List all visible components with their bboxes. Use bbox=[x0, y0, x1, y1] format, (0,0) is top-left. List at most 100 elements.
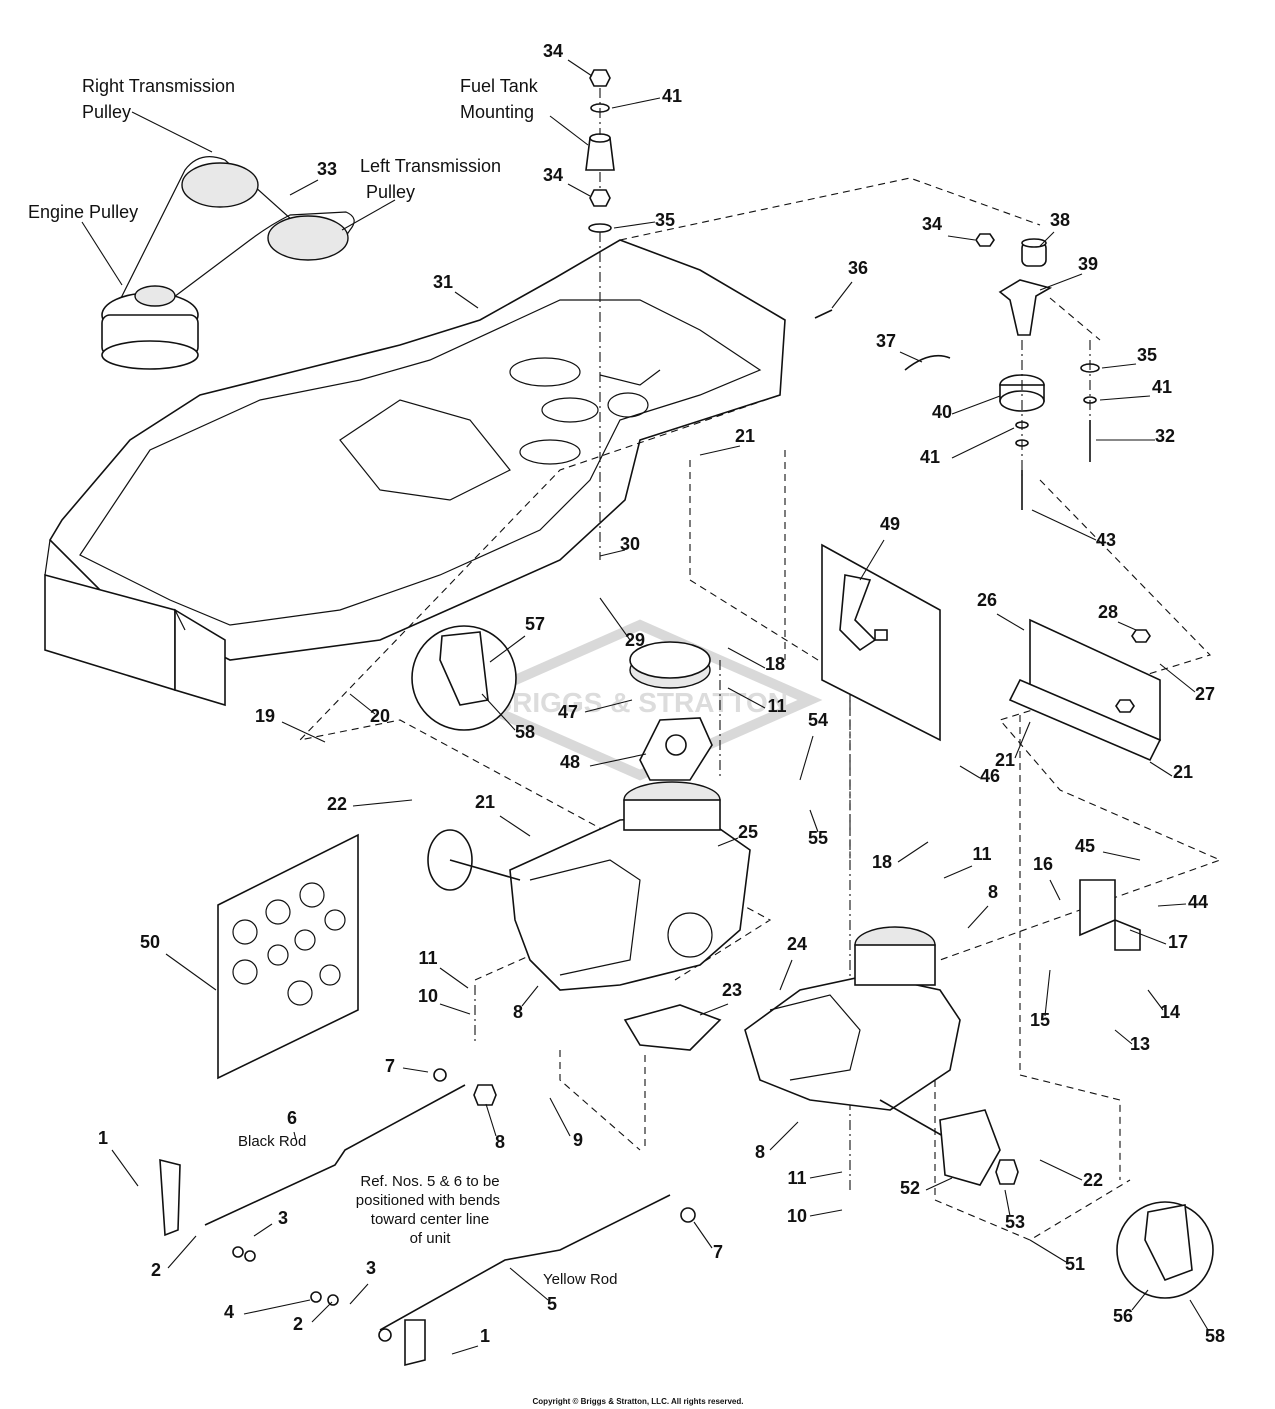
callout-c39: 39 bbox=[1078, 254, 1098, 274]
callout-leader bbox=[959, 765, 981, 779]
callout-leader bbox=[349, 693, 376, 715]
callout-leader bbox=[897, 841, 929, 863]
callout-c44: 44 bbox=[1188, 892, 1208, 912]
label-yellow-rod: Yellow Rod bbox=[543, 1271, 618, 1288]
callout-leader bbox=[809, 809, 819, 833]
callout-c58a: 58 bbox=[515, 722, 535, 742]
callout-leader bbox=[439, 967, 469, 989]
callout-c18a: 18 bbox=[765, 654, 785, 674]
callout-leader bbox=[1131, 1289, 1149, 1311]
callout-c18b: 18 bbox=[872, 852, 892, 872]
callout-c36: 36 bbox=[848, 258, 868, 278]
callout-c41b: 41 bbox=[1152, 377, 1172, 397]
callout-leader bbox=[727, 687, 766, 709]
callout-leader bbox=[481, 693, 516, 731]
callout-c1a: 1 bbox=[98, 1128, 108, 1148]
callout-c46: 46 bbox=[980, 766, 1000, 786]
callout-leader bbox=[925, 1177, 953, 1191]
callout-c15: 15 bbox=[1030, 1010, 1050, 1030]
callout-c7b: 7 bbox=[713, 1242, 723, 1262]
callout-c48: 48 bbox=[560, 752, 580, 772]
callout-leader bbox=[1039, 273, 1083, 291]
callout-leader bbox=[1157, 903, 1187, 907]
callout-leader bbox=[699, 1003, 729, 1016]
left-fan-pulley bbox=[629, 641, 713, 781]
callout-c29: 29 bbox=[625, 630, 645, 650]
callout-c8c: 8 bbox=[495, 1132, 505, 1152]
callout-c33: 33 bbox=[317, 159, 337, 179]
callout-c1b: 1 bbox=[480, 1326, 490, 1346]
label-leaders bbox=[81, 111, 589, 286]
callout-leader bbox=[1189, 1299, 1209, 1331]
callout-leader bbox=[799, 735, 814, 781]
right-transmission bbox=[744, 926, 1019, 1186]
callout-c14: 14 bbox=[1160, 1002, 1180, 1022]
callout-c53: 53 bbox=[1005, 1212, 1025, 1232]
callout-leader bbox=[899, 351, 923, 363]
callout-leader bbox=[111, 1149, 139, 1187]
callout-c11a: 11 bbox=[767, 696, 786, 716]
callout-leader bbox=[599, 597, 631, 641]
callout-leader bbox=[293, 1131, 297, 1141]
callout-c30: 30 bbox=[620, 534, 640, 554]
callout-leader bbox=[489, 635, 526, 663]
callout-c8d: 8 bbox=[755, 1142, 765, 1162]
callout-c40: 40 bbox=[932, 402, 952, 422]
callout-c2b: 2 bbox=[293, 1314, 303, 1334]
label-black-rod: Black Rod bbox=[238, 1133, 306, 1150]
callout-c23: 23 bbox=[722, 980, 742, 1000]
callout-leader bbox=[809, 1171, 843, 1179]
callout-leader bbox=[1039, 1159, 1083, 1181]
callout-leader bbox=[281, 721, 326, 743]
control-rods bbox=[159, 1068, 696, 1367]
callout-c3b: 3 bbox=[366, 1258, 376, 1278]
callout-leader bbox=[1049, 879, 1061, 901]
fuel-tank-mount-hardware bbox=[585, 69, 615, 560]
callout-c57: 57 bbox=[525, 614, 545, 634]
callout-c27: 27 bbox=[1195, 684, 1215, 704]
callout-c26: 26 bbox=[977, 590, 997, 610]
chassis-frame bbox=[44, 239, 786, 707]
left-transmission-pulley-icon bbox=[267, 215, 349, 261]
callout-c11b: 11 bbox=[972, 844, 991, 864]
callout-c45: 45 bbox=[1075, 836, 1095, 856]
callout-leader bbox=[352, 799, 413, 807]
watermark-text: BRIGGS & STRATTON bbox=[492, 687, 788, 718]
callout-c21b: 21 bbox=[475, 792, 495, 812]
callout-c41a: 41 bbox=[662, 86, 682, 106]
callout-c50: 50 bbox=[140, 932, 160, 952]
callout-leader bbox=[509, 1267, 549, 1301]
callout-leader bbox=[311, 1301, 333, 1323]
callout-c34c: 34 bbox=[922, 214, 942, 234]
callout-c10b: 10 bbox=[787, 1206, 807, 1226]
callout-c55: 55 bbox=[808, 828, 828, 848]
callout-leader bbox=[1039, 231, 1055, 247]
callout-leader bbox=[1101, 363, 1137, 369]
callout-leader bbox=[289, 179, 319, 196]
callout-leader bbox=[1014, 721, 1031, 759]
callout-c51: 51 bbox=[1065, 1254, 1085, 1274]
belt-pulley-assembly bbox=[101, 156, 355, 370]
callout-leader bbox=[613, 221, 656, 229]
callout-c41c: 41 bbox=[920, 447, 940, 467]
callout-leader bbox=[1117, 621, 1137, 631]
callout-leader bbox=[584, 699, 633, 713]
callout-leader bbox=[451, 1345, 479, 1355]
callout-leader bbox=[1147, 989, 1164, 1011]
callout-leader bbox=[1114, 1029, 1133, 1045]
callout-c3a: 3 bbox=[278, 1208, 288, 1228]
callout-c6: 6 bbox=[287, 1108, 297, 1128]
callout-c47: 47 bbox=[558, 702, 578, 722]
callout-c21a: 21 bbox=[735, 426, 755, 446]
idler-assembly bbox=[814, 233, 1100, 510]
callout-leader bbox=[1099, 395, 1151, 401]
callout-leader bbox=[402, 1067, 429, 1073]
callout-leader bbox=[1044, 969, 1051, 1017]
callout-leader bbox=[859, 539, 885, 581]
